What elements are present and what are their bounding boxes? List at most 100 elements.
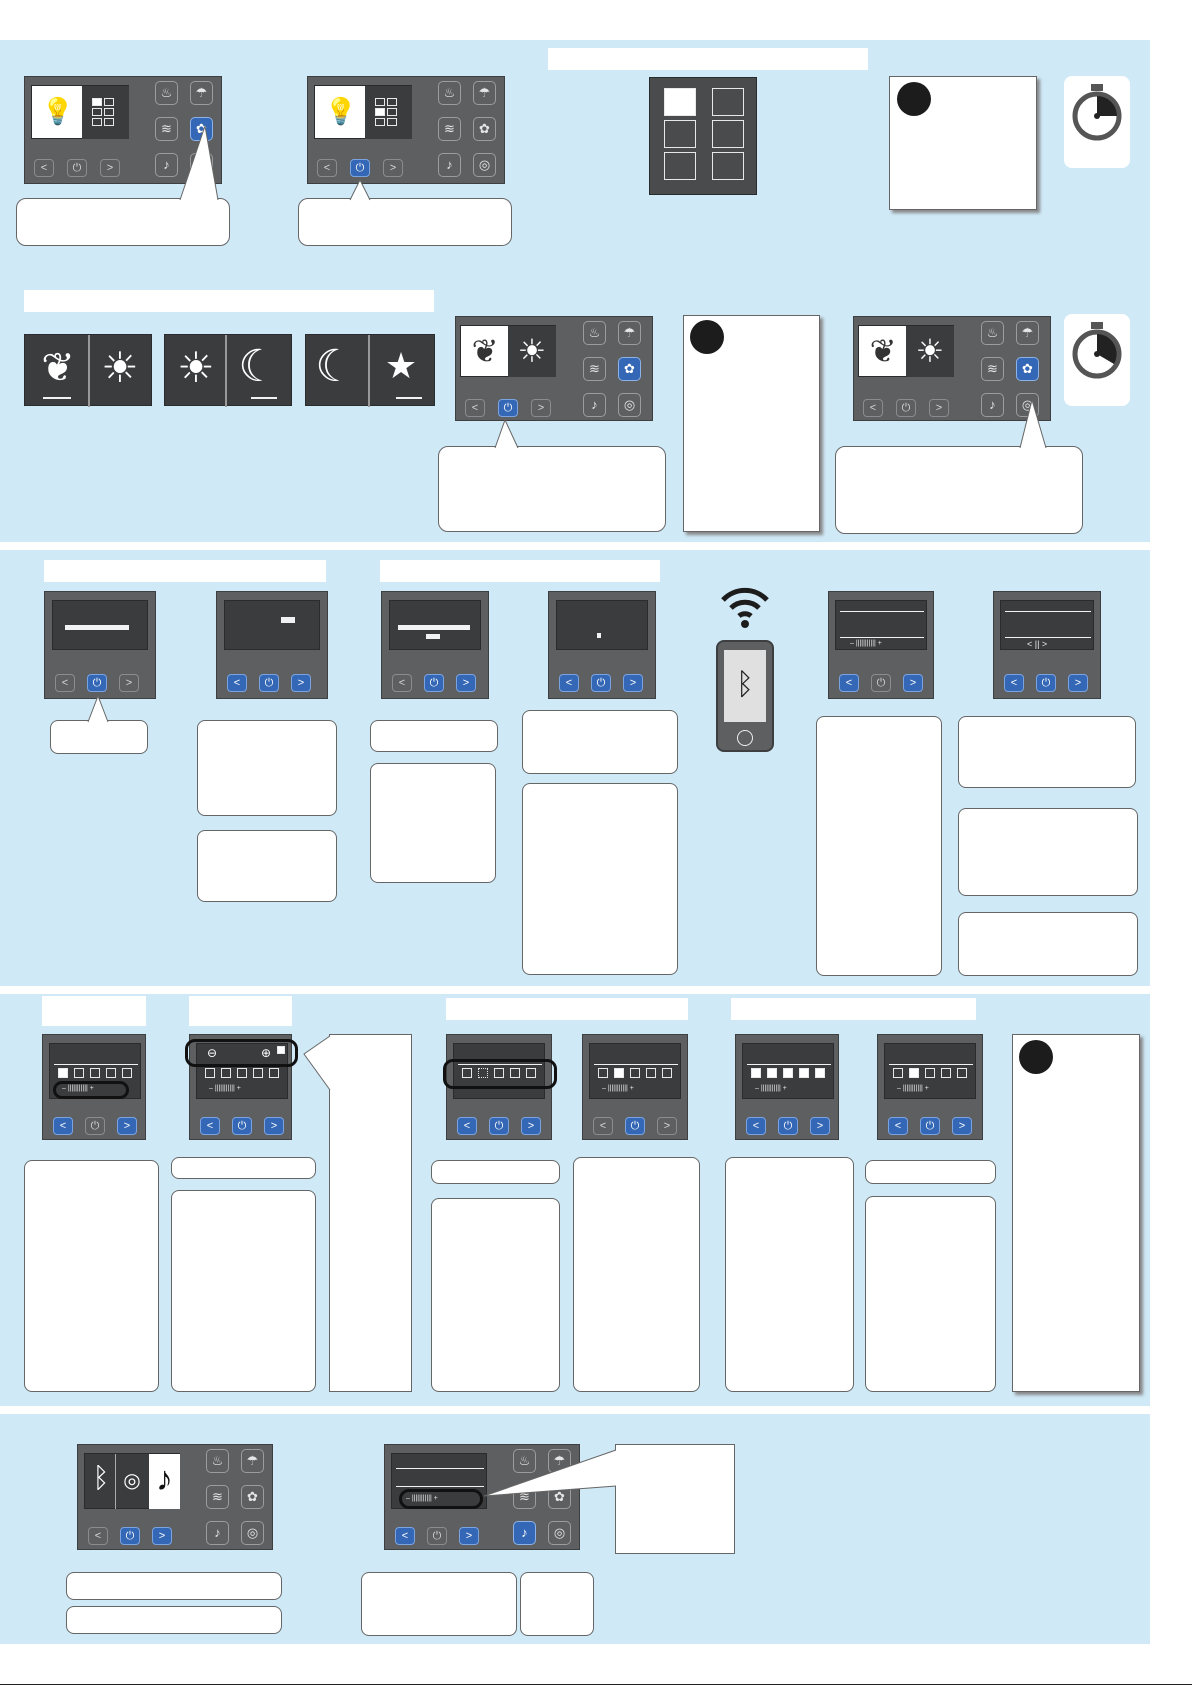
- aroma-button[interactable]: ✿: [241, 1485, 264, 1509]
- aroma-button[interactable]: ✿: [618, 357, 641, 381]
- prev-button[interactable]: <: [839, 674, 859, 692]
- sauna-button[interactable]: ♨: [438, 81, 461, 105]
- power-button[interactable]: ⏻: [871, 674, 891, 692]
- sauna-button[interactable]: ♨: [206, 1449, 229, 1473]
- prev-button[interactable]: <: [34, 159, 54, 177]
- prev-button[interactable]: <: [593, 1117, 613, 1135]
- prev-button[interactable]: <: [55, 674, 75, 692]
- volume-slider[interactable]: – ||||||||||| +: [406, 1495, 438, 1502]
- prev-button[interactable]: <: [53, 1117, 73, 1135]
- setting-bar: [426, 634, 440, 639]
- power-button[interactable]: ⏻: [67, 159, 87, 177]
- callout-box: [725, 1157, 854, 1392]
- minus-icon[interactable]: ⊖: [206, 1046, 218, 1060]
- callout-box: [958, 808, 1138, 896]
- prev-button[interactable]: <: [746, 1117, 766, 1135]
- power-button[interactable]: ⏻: [259, 674, 279, 692]
- music-button[interactable]: ♪: [155, 153, 178, 177]
- light-button[interactable]: ◎: [548, 1521, 571, 1545]
- level-cell: [662, 1068, 672, 1078]
- power-button[interactable]: ⏻: [498, 399, 518, 417]
- light-button[interactable]: ◎: [618, 393, 641, 417]
- prev-button[interactable]: <: [200, 1117, 220, 1135]
- music-button[interactable]: ♪: [206, 1521, 229, 1545]
- power-button[interactable]: ⏻: [920, 1117, 940, 1135]
- power-button[interactable]: ⏻: [427, 1527, 447, 1545]
- prev-button[interactable]: <: [317, 159, 337, 177]
- sauna-button[interactable]: ♨: [155, 81, 178, 105]
- next-button[interactable]: >: [929, 399, 949, 417]
- power-button[interactable]: ⏻: [232, 1117, 252, 1135]
- power-button[interactable]: ⏻: [778, 1117, 798, 1135]
- prev-button[interactable]: <: [457, 1117, 477, 1135]
- level-slider[interactable]: – ||||||||||| +: [62, 1085, 94, 1092]
- prev-button[interactable]: <: [465, 399, 485, 417]
- volume-slider[interactable]: – ||||||||||| +: [850, 640, 882, 647]
- next-button[interactable]: >: [623, 674, 643, 692]
- shower-button[interactable]: ☂: [190, 81, 213, 105]
- prev-button[interactable]: <: [392, 674, 412, 692]
- level-slider[interactable]: – ||||||||||| +: [602, 1085, 634, 1092]
- prev-button[interactable]: <: [88, 1527, 108, 1545]
- light-button[interactable]: ◎: [241, 1521, 264, 1545]
- next-button[interactable]: >: [521, 1117, 541, 1135]
- steam-button[interactable]: ≋: [206, 1485, 229, 1509]
- steam-button[interactable]: ≋: [981, 357, 1004, 381]
- power-button[interactable]: ⏻: [424, 674, 444, 692]
- level-slider[interactable]: – ||||||||||| +: [897, 1085, 929, 1092]
- next-button[interactable]: >: [100, 159, 120, 177]
- shower-button[interactable]: ☂: [1016, 321, 1039, 345]
- light-button[interactable]: ◎: [473, 153, 496, 177]
- playback-controls[interactable]: < || >: [1027, 639, 1048, 649]
- next-button[interactable]: >: [291, 674, 311, 692]
- music-button[interactable]: ♪: [583, 393, 606, 417]
- prev-button[interactable]: <: [559, 674, 579, 692]
- sauna-button[interactable]: ♨: [513, 1449, 536, 1473]
- next-button[interactable]: >: [264, 1117, 284, 1135]
- next-button[interactable]: >: [456, 674, 476, 692]
- music-button[interactable]: ♪: [438, 153, 461, 177]
- aroma-button[interactable]: ✿: [1016, 357, 1039, 381]
- next-button[interactable]: >: [657, 1117, 677, 1135]
- display-screen: ❦ ☀: [858, 325, 954, 377]
- next-button[interactable]: >: [810, 1117, 830, 1135]
- aroma-button[interactable]: ✿: [473, 117, 496, 141]
- prev-button[interactable]: <: [863, 399, 883, 417]
- sauna-button[interactable]: ♨: [981, 321, 1004, 345]
- next-button[interactable]: >: [119, 674, 139, 692]
- next-button[interactable]: >: [903, 674, 923, 692]
- next-button[interactable]: >: [383, 159, 403, 177]
- next-button[interactable]: >: [531, 399, 551, 417]
- steam-button[interactable]: ≋: [583, 357, 606, 381]
- power-button[interactable]: ⏻: [489, 1117, 509, 1135]
- shower-button[interactable]: ☂: [241, 1449, 264, 1473]
- sauna-button[interactable]: ♨: [583, 321, 606, 345]
- power-button[interactable]: ⏻: [1036, 674, 1056, 692]
- plus-icon[interactable]: ⊕: [260, 1046, 272, 1060]
- next-button[interactable]: >: [1068, 674, 1088, 692]
- level-slider[interactable]: – ||||||||||| +: [209, 1085, 241, 1092]
- next-button[interactable]: >: [152, 1527, 172, 1545]
- steam-button[interactable]: ≋: [155, 117, 178, 141]
- prev-button[interactable]: <: [227, 674, 247, 692]
- music-button[interactable]: ♪: [981, 393, 1004, 417]
- power-button[interactable]: ⏻: [120, 1527, 140, 1545]
- power-button[interactable]: ⏻: [625, 1117, 645, 1135]
- next-button[interactable]: >: [952, 1117, 972, 1135]
- shower-button[interactable]: ☂: [618, 321, 641, 345]
- shower-button[interactable]: ☂: [473, 81, 496, 105]
- prev-button[interactable]: <: [1004, 674, 1024, 692]
- next-button[interactable]: >: [459, 1527, 479, 1545]
- prev-button[interactable]: <: [395, 1527, 415, 1545]
- music-button[interactable]: ♪: [513, 1521, 536, 1545]
- aroma-button[interactable]: ✿: [190, 117, 213, 141]
- power-button[interactable]: ⏻: [87, 674, 107, 692]
- prev-button[interactable]: <: [888, 1117, 908, 1135]
- next-button[interactable]: >: [117, 1117, 137, 1135]
- power-button[interactable]: ⏻: [85, 1117, 105, 1135]
- steam-button[interactable]: ≋: [438, 117, 461, 141]
- power-button[interactable]: ⏻: [350, 159, 370, 177]
- power-button[interactable]: ⏻: [591, 674, 611, 692]
- power-button[interactable]: ⏻: [896, 399, 916, 417]
- level-slider[interactable]: – ||||||||||| +: [755, 1085, 787, 1092]
